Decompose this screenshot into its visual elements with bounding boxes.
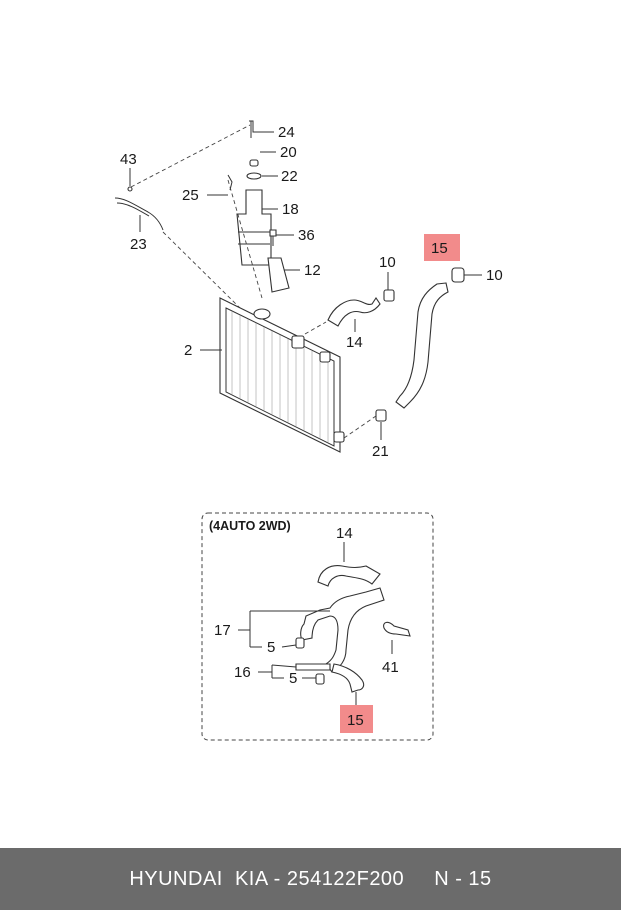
footer-bar: HYUNDAI KIA - 254122F200 N - 15 — [0, 848, 621, 910]
callout-10-right: 10 — [486, 267, 503, 284]
lower-hose — [395, 282, 449, 409]
callout-25: 25 — [182, 187, 199, 204]
callout-22: 22 — [281, 168, 298, 185]
callout-18: 18 — [282, 201, 299, 218]
inset-hose-16 — [295, 663, 331, 671]
callout-15-top: 15 — [431, 240, 448, 257]
inset-callout-15: 15 — [347, 712, 364, 729]
seal-ring-part — [246, 172, 262, 180]
inset-clamp-5a — [295, 637, 305, 649]
callout-24: 24 — [278, 124, 295, 141]
inset-callout-41: 41 — [382, 659, 399, 676]
bracket-part — [267, 257, 290, 293]
inset-hose-17 — [300, 587, 385, 673]
callout-20: 20 — [280, 144, 297, 161]
callout-2: 2 — [184, 342, 192, 359]
inset-clamp-5b — [315, 673, 325, 685]
highlight-box-15-top — [424, 234, 460, 261]
callout-14-top: 14 — [346, 334, 363, 351]
bolt-part — [269, 229, 277, 237]
hose-clamp-21 — [375, 409, 387, 422]
footer-brand: HYUNDAI KIA - 254122F200 — [129, 867, 405, 890]
callout-23: 23 — [130, 236, 147, 253]
inset-callout-5b: 5 — [289, 670, 297, 687]
inset-callout-16: 16 — [234, 664, 251, 681]
inset-callout-5a: 5 — [267, 639, 275, 656]
radiator-cap — [253, 308, 271, 320]
inset-hose-14 — [317, 565, 381, 587]
callout-43: 43 — [120, 151, 137, 168]
reservoir-group — [236, 120, 290, 293]
cap-part — [249, 159, 259, 167]
parts-diagram: 24 20 22 43 25 18 23 36 12 15 10 10 2 14… — [114, 120, 503, 741]
footer-ref: N - 15 — [434, 867, 492, 890]
inset-panel: (4AUTO 2WD) 14 17 5 16 5 41 — [201, 512, 434, 741]
hose-clamp-10 — [383, 289, 395, 302]
inset-hose-15 — [331, 663, 365, 693]
callout-10-left: 10 — [379, 254, 396, 271]
callout-21: 21 — [372, 443, 389, 460]
callout-36: 36 — [298, 227, 315, 244]
inset-title: (4AUTO 2WD) — [209, 519, 291, 533]
inset-callout-14: 14 — [336, 525, 353, 542]
radiator — [219, 297, 345, 453]
upper-hose — [327, 297, 381, 327]
inset-hose-41 — [383, 621, 411, 637]
hose-clamp-10-right — [451, 267, 465, 283]
inset-callout-17: 17 — [214, 622, 231, 639]
callout-12: 12 — [304, 262, 321, 279]
highlight-box-15-inset — [340, 705, 373, 733]
